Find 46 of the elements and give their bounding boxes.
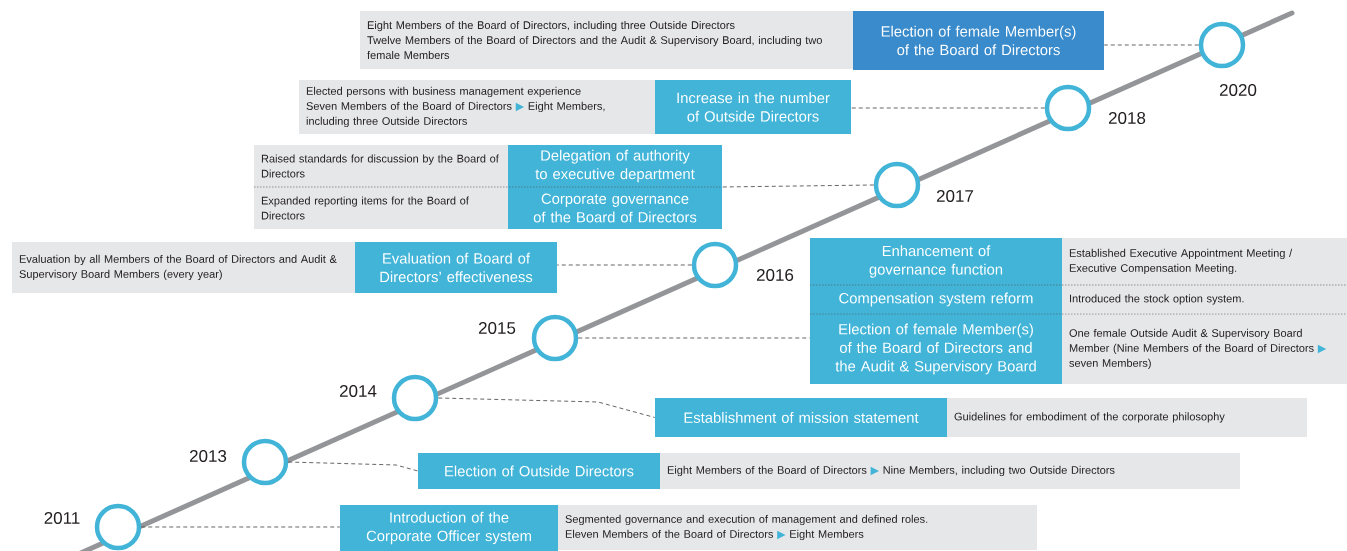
connector-line <box>437 397 656 418</box>
year-label: 2013 <box>189 449 227 462</box>
description-box: Eight Members of the Board of Directors ▶ Nine Members, including two Outside Directors <box>660 453 1240 489</box>
description-box: Eight Members of the Board of Directors, including three Outside Directors Twelve Members of the Board of Directors and the Audit & Supervisory Board, including two female Members <box>360 11 853 69</box>
milestone-box: Election of female Member(s) of the Board of Directors <box>853 11 1104 70</box>
milestone-box: Enhancement of governance function <box>810 238 1062 285</box>
node-label: Delegation of authority to executive department <box>535 149 695 183</box>
milestone-box: Corporate governance of the Board of Directors <box>508 187 722 229</box>
year-label: 2016 <box>756 268 794 281</box>
node-label: Expanded reporting items for the Board of Directors <box>261 196 469 220</box>
connector-line <box>577 337 811 339</box>
node-label: Introduced the stock option system. <box>1070 294 1244 305</box>
connector-line <box>287 461 419 472</box>
connector-line <box>721 184 875 188</box>
description-box: Expanded reporting items for the Board of Directors <box>254 187 508 229</box>
description-box: Evaluation by all Members of the Board of Directors and Audit & Supervisory Board Members (every year) <box>12 242 355 293</box>
node-label: Enhancement of governance function <box>869 245 1003 278</box>
year-label: 2011 <box>44 511 80 524</box>
node-label: Election of female Member(s) of the Board of Directors and the Audit & Supervisory Board <box>835 323 1036 375</box>
description-box: Segmented governance and execution of management and defined roles. Eleven Members of the Board of Directors ▶ Eight Members <box>558 505 1037 550</box>
description-box: Raised standards for discussion by the Board of Directors <box>254 145 508 187</box>
milestone-box: Election of Outside Directors <box>418 453 660 489</box>
connector-line <box>140 526 341 528</box>
connector-line <box>1103 44 1200 46</box>
node-label: Corporate governance of the Board of Directors <box>533 193 697 223</box>
year-label: 2017 <box>936 190 974 202</box>
milestone-box: Introduction of the Corporate Officer system <box>340 505 558 551</box>
connector-line <box>556 264 693 266</box>
milestone-box: Delegation of authority to executive department <box>508 145 722 187</box>
milestone-box: Increase in the number of Outside Directors <box>655 80 851 134</box>
description-box: Introduced the stock option system. <box>1062 285 1347 314</box>
node-label: Raised standards for discussion by the Board of Directors <box>261 154 499 178</box>
year-label: 2015 <box>478 321 516 334</box>
description-box: Elected persons with business management experience Seven Members of the Board of Directors ▶ Eight Members, including three Outside Directors <box>299 80 655 134</box>
connector-line <box>850 107 1046 109</box>
description-box: Established Executive Appointment Meeting / Executive Compensation Meeting. <box>1062 238 1347 285</box>
year-label: 2018 <box>1108 112 1146 124</box>
description-box: Guidelines for embodiment of the corporate philosophy <box>947 398 1307 437</box>
milestone-box: Evaluation of Board of Directors’ effectiveness <box>355 242 557 293</box>
node-label: Established Executive Appointment Meeting / Executive Compensation Meeting. <box>1069 248 1293 275</box>
node-label: One female Outside Audit & Supervisory Board Member (Nine Members of the Board of Directors ▶ seven Members) <box>1069 328 1327 370</box>
milestone-box: Establishment of mission statement <box>655 398 947 437</box>
year-label: 2020 <box>1219 84 1257 96</box>
milestone-box: Compensation system reform <box>810 285 1062 314</box>
year-label: 2014 <box>339 384 377 397</box>
node-label: Compensation system reform <box>839 292 1033 307</box>
